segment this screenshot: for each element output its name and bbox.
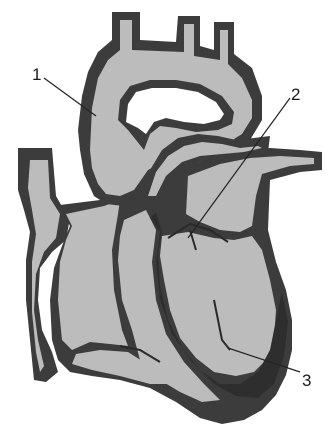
- callout-label-1: 1: [32, 65, 41, 84]
- callout-label-3: 3: [302, 371, 311, 390]
- callout-label-2: 2: [291, 85, 300, 104]
